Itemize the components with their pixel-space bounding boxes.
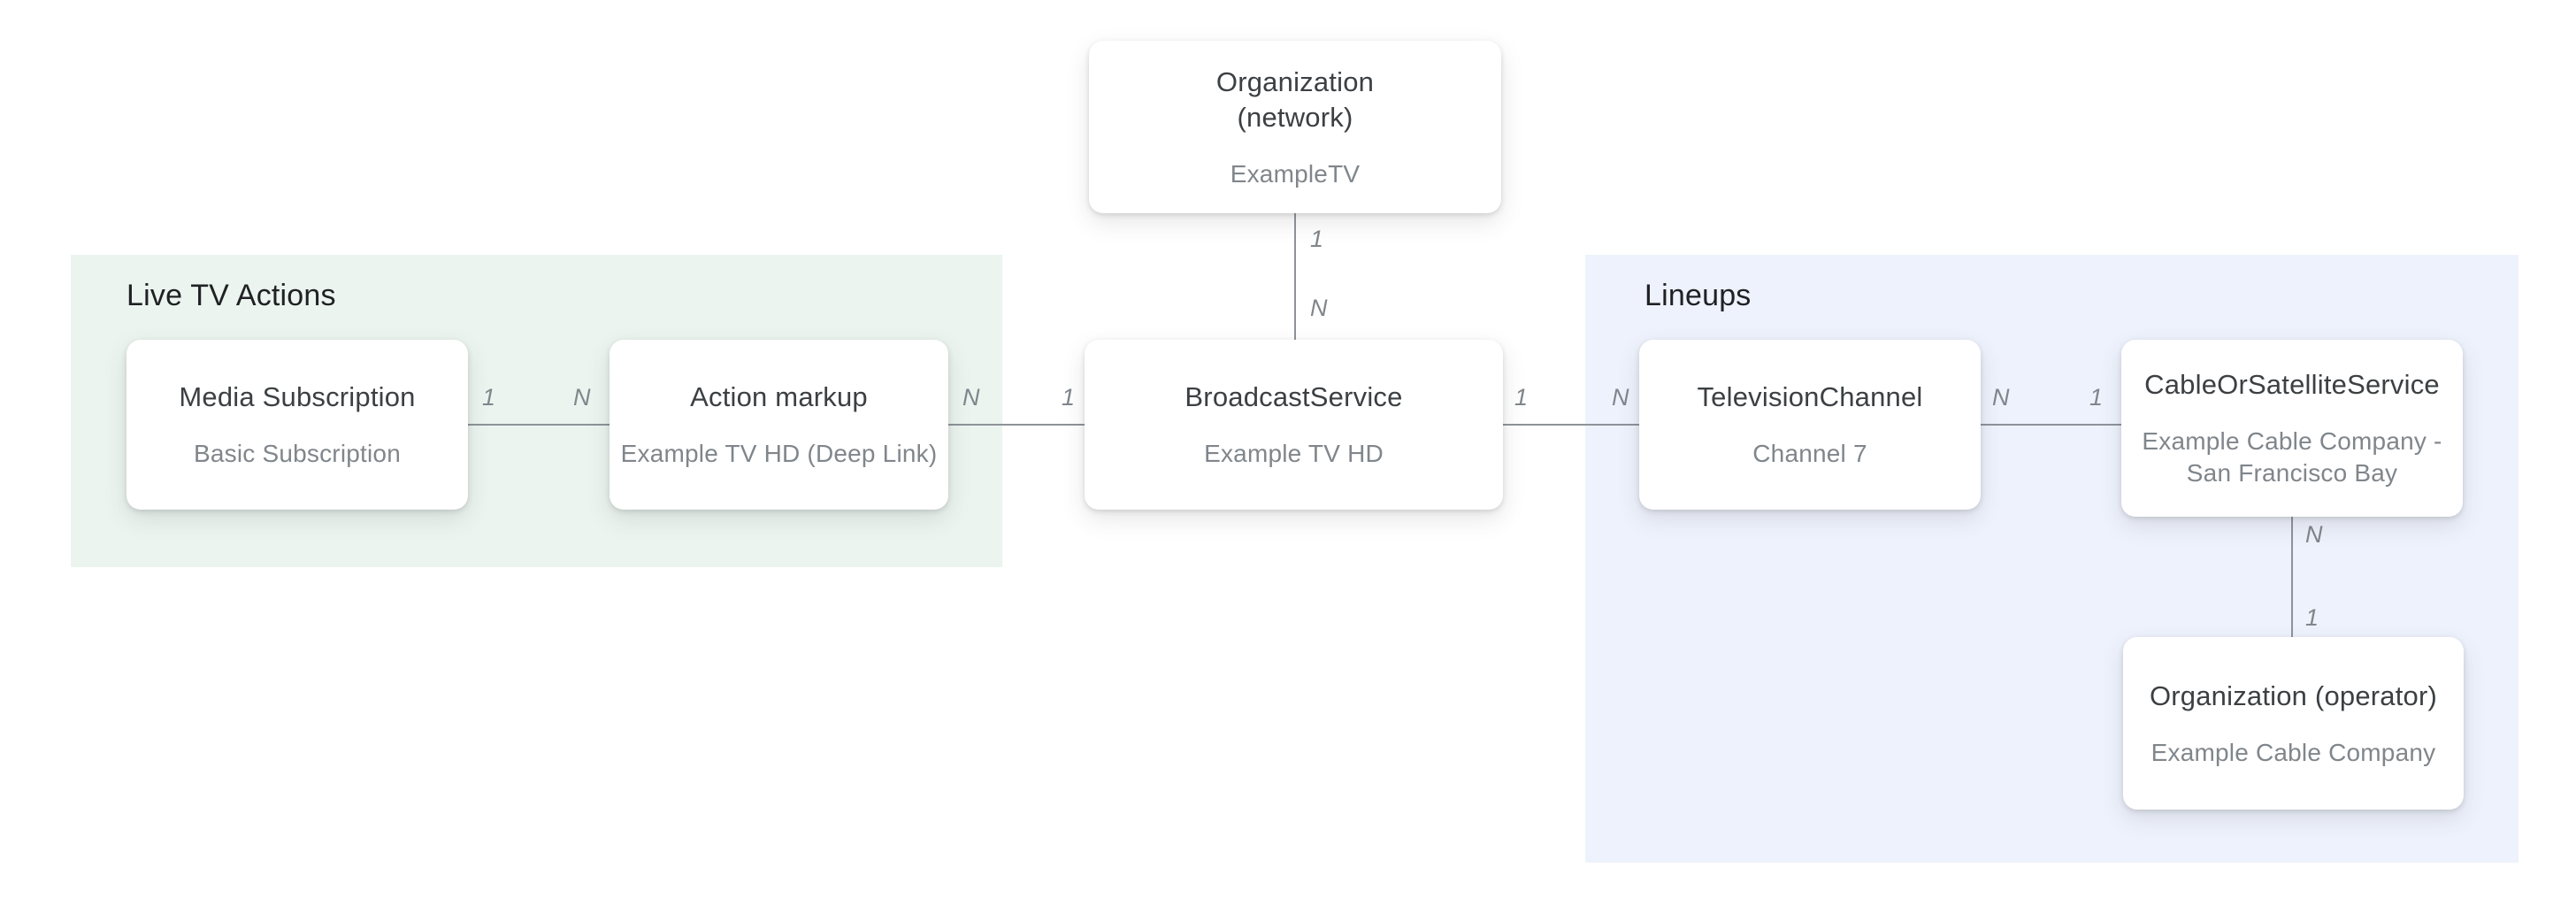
node-broadcast-service-subtitle: Example TV HD <box>1204 440 1384 467</box>
edge-broadcast-channel-line <box>1503 424 1639 426</box>
cardinality-label: 1 <box>482 384 496 411</box>
cardinality-label: 1 <box>1062 384 1076 411</box>
cardinality-label: N <box>1612 384 1629 411</box>
cardinality-label: 1 <box>1310 226 1324 252</box>
node-cable-or-satellite-service-subtitle: Example Cable Company - San Francisco Ba… <box>2142 427 2442 487</box>
node-organization-operator-subtitle: Example Cable Company <box>2150 738 2436 766</box>
region-live-tv-actions-label: Live TV Actions <box>126 279 336 312</box>
node-television-channel: TelevisionChannel Channel 7 <box>1639 340 1981 510</box>
cardinality-label: N <box>962 384 980 411</box>
edge-action-broadcast-line <box>948 424 1085 426</box>
node-broadcast-service: BroadcastService Example TV HD <box>1085 340 1503 510</box>
cardinality-label: 1 <box>2089 384 2104 411</box>
node-organization-operator: Organization (operator) Example Cable Co… <box>2123 637 2464 810</box>
node-action-markup-subtitle: Example TV HD (Deep Link) <box>620 440 938 467</box>
node-media-subscription-title: Media Subscription <box>179 381 416 412</box>
node-television-channel-title: TelevisionChannel <box>1697 381 1923 412</box>
cardinality-label: N <box>2305 521 2323 548</box>
cardinality-label: N <box>1310 295 1328 321</box>
node-action-markup: Action markup Example TV HD (Deep Link) <box>610 340 948 510</box>
edge-cable-operator-line <box>2291 517 2293 637</box>
node-action-markup-title: Action markup <box>690 381 868 412</box>
node-media-subscription-subtitle: Basic Subscription <box>194 440 401 467</box>
node-cable-or-satellite-service-title: CableOrSatelliteService <box>2144 369 2440 400</box>
edge-channel-cable-line <box>1981 424 2121 426</box>
cardinality-label: 1 <box>2305 604 2319 631</box>
cardinality-label: 1 <box>1514 384 1529 411</box>
node-organization-network-title-line2: (network) <box>1237 101 1353 133</box>
node-cable-or-satellite-service: CableOrSatelliteService Example Cable Co… <box>2121 340 2463 517</box>
cardinality-label: N <box>573 384 591 411</box>
node-television-channel-subtitle: Channel 7 <box>1752 440 1867 467</box>
node-organization-network-subtitle: ExampleTV <box>1230 159 1361 188</box>
node-broadcast-service-title: BroadcastService <box>1184 381 1403 412</box>
node-organization-operator-title: Organization (operator) <box>2149 680 2438 711</box>
node-organization-network-title-line1: Organization <box>1215 65 1375 97</box>
region-lineups-label: Lineups <box>1644 279 1752 312</box>
edge-network-broadcast-line <box>1294 213 1296 340</box>
node-media-subscription: Media Subscription Basic Subscription <box>126 340 468 510</box>
edge-media-action-line <box>468 424 610 426</box>
cardinality-label: N <box>1992 384 2010 411</box>
node-organization-network: Organization (network) ExampleTV <box>1089 41 1501 213</box>
